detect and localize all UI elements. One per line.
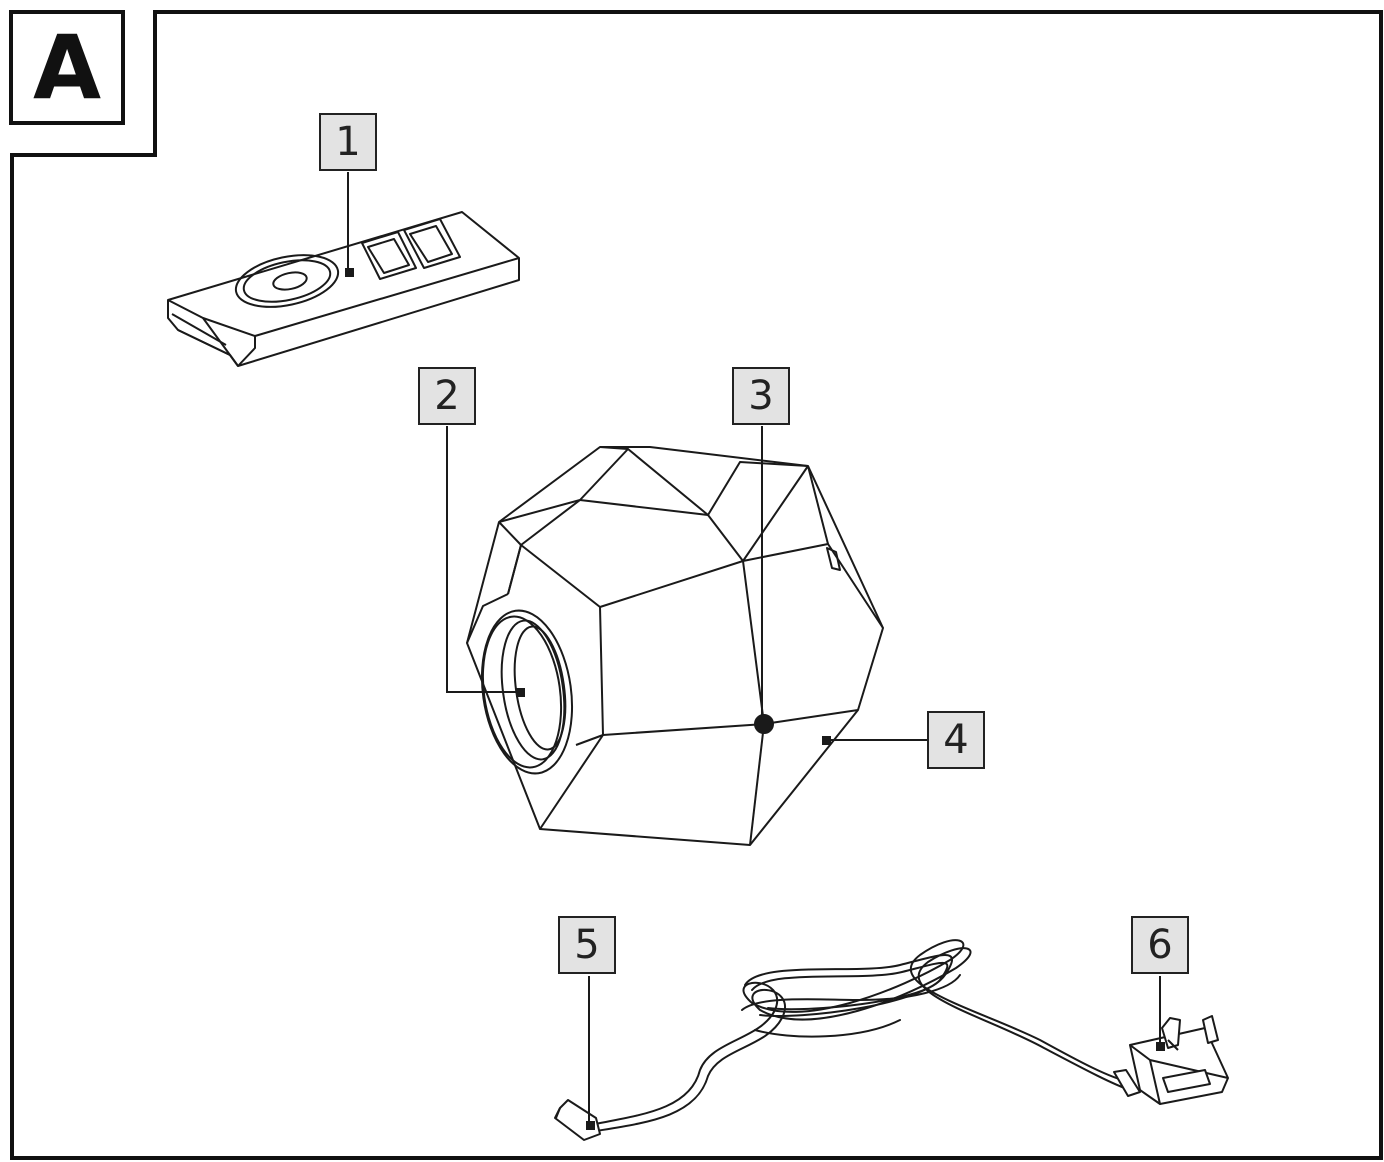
mains-plug: [1113, 1015, 1229, 1105]
outer-frame: [10, 10, 1383, 1160]
power-cable: [589, 939, 1131, 1133]
anchor-1: [345, 268, 354, 277]
dc-plug: [554, 1099, 601, 1141]
callout-6: 6: [1131, 916, 1189, 974]
projector-body: [466, 446, 884, 846]
callout-2: 2: [418, 367, 476, 425]
callout-3: 3: [732, 367, 790, 425]
callout-4: 4: [927, 711, 985, 769]
callout-5: 5: [558, 916, 616, 974]
anchor-2: [516, 688, 525, 697]
anchor-4: [822, 736, 831, 745]
remote-control: [167, 211, 520, 367]
leader-lines: [347, 172, 1161, 1125]
callout-1: 1: [319, 113, 377, 171]
leader-anchors: [345, 268, 1165, 1130]
section-label: A: [9, 10, 125, 125]
leader-line-2: [446, 426, 520, 693]
anchor-6: [1156, 1042, 1165, 1051]
anchor-5: [586, 1121, 595, 1130]
